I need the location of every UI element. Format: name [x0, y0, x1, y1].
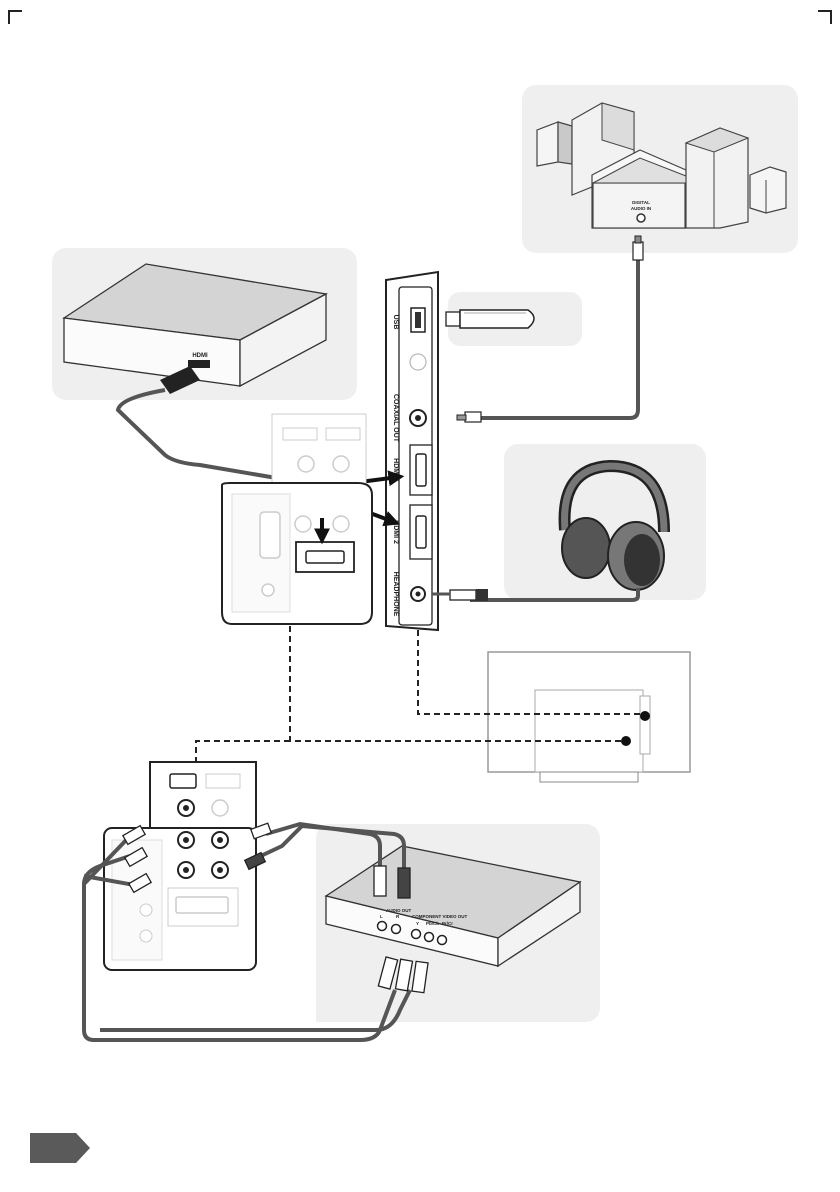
hdmi-zoom-inset: [222, 414, 372, 624]
dvd-player: AUDIO OUT L R COMPONENT VIDEO OUT Y Pb/C…: [316, 824, 600, 1022]
speaker-system: DIGITAL AUDIO IN: [522, 85, 798, 253]
tv-side-panel: USB COAXIAL OUT HDMI 1 HDMI 2 HEADPHONE: [386, 272, 438, 630]
audio-l-label: L: [380, 914, 383, 919]
page-tab: [30, 1133, 90, 1163]
tv-back-view: [488, 652, 690, 782]
audio-in-label: AUDIO IN: [631, 206, 651, 211]
headphone-port-label: HEADPHONE: [392, 572, 399, 617]
set-top-box: HDMI: [52, 248, 357, 400]
usb-port-label: USB: [392, 315, 399, 330]
headphones: [432, 444, 706, 601]
comp-pr-label: Pr/Cr: [442, 921, 453, 926]
component-label: COMPONENT VIDEO OUT: [412, 914, 468, 919]
coaxial-port-label: COAXIAL OUT: [392, 394, 399, 443]
comp-pb-label: Pb/Cb: [426, 921, 439, 926]
comp-y-label: Y: [416, 921, 419, 926]
audio-out-label: AUDIO OUT: [386, 908, 412, 913]
stb-hdmi-label: HDMI: [192, 353, 208, 359]
digital-label: DIGITAL: [632, 200, 650, 205]
usb-stick: [446, 292, 582, 346]
av-input-inset: [104, 762, 256, 970]
